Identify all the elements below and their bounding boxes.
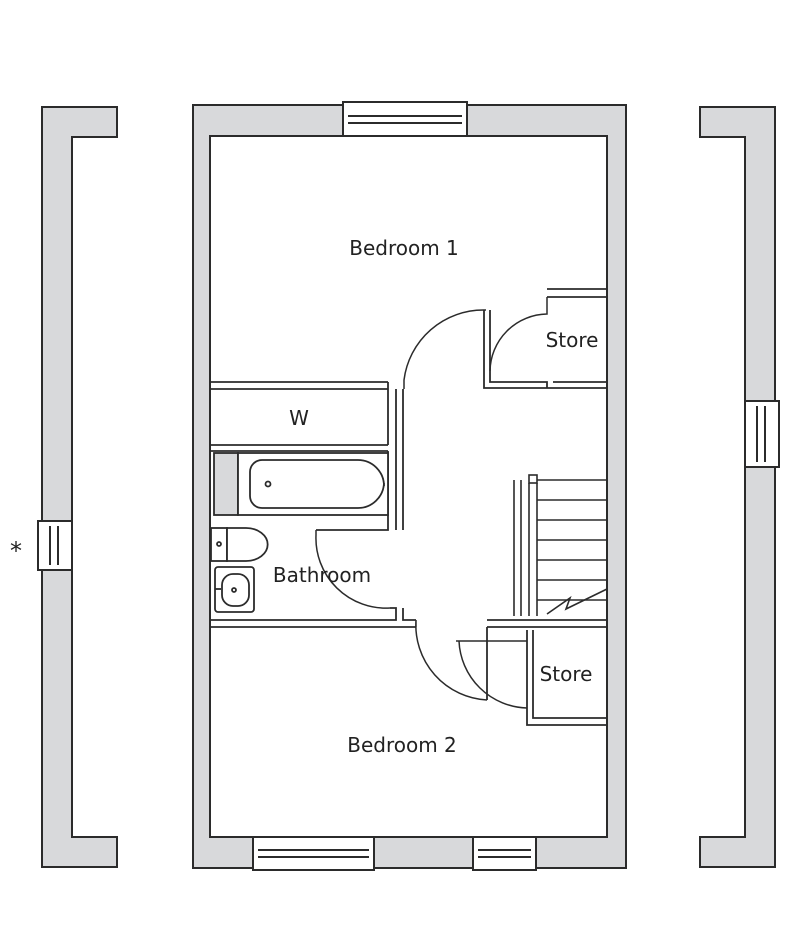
toilet (210, 527, 269, 562)
store-top-label: Store (546, 328, 599, 352)
store-top-door (489, 297, 548, 372)
outer-walls (192, 104, 627, 869)
stair (513, 474, 608, 616)
internal-walls (210, 288, 607, 726)
bottom-window-right (472, 836, 537, 871)
store-bottom-label: Store (540, 662, 593, 686)
store-bottom-door (456, 640, 528, 709)
left-side-wall (41, 106, 118, 868)
top-window (342, 101, 468, 137)
bedroom1-door (403, 309, 486, 389)
window-marker: * (10, 537, 22, 565)
bathroom-door (315, 530, 391, 609)
wardrobe-label: W (289, 406, 309, 430)
right-side-wall (699, 106, 776, 868)
basin (214, 566, 255, 613)
bedroom2-door (415, 619, 488, 701)
bedroom1-label: Bedroom 1 (349, 236, 459, 260)
bathroom-label: Bathroom (273, 563, 371, 587)
bathtub (213, 452, 389, 516)
bedroom2-label: Bedroom 2 (347, 733, 457, 757)
doors (315, 297, 548, 709)
bottom-window-left (252, 836, 375, 871)
left-side-window (37, 520, 73, 571)
right-side-window (744, 400, 780, 468)
